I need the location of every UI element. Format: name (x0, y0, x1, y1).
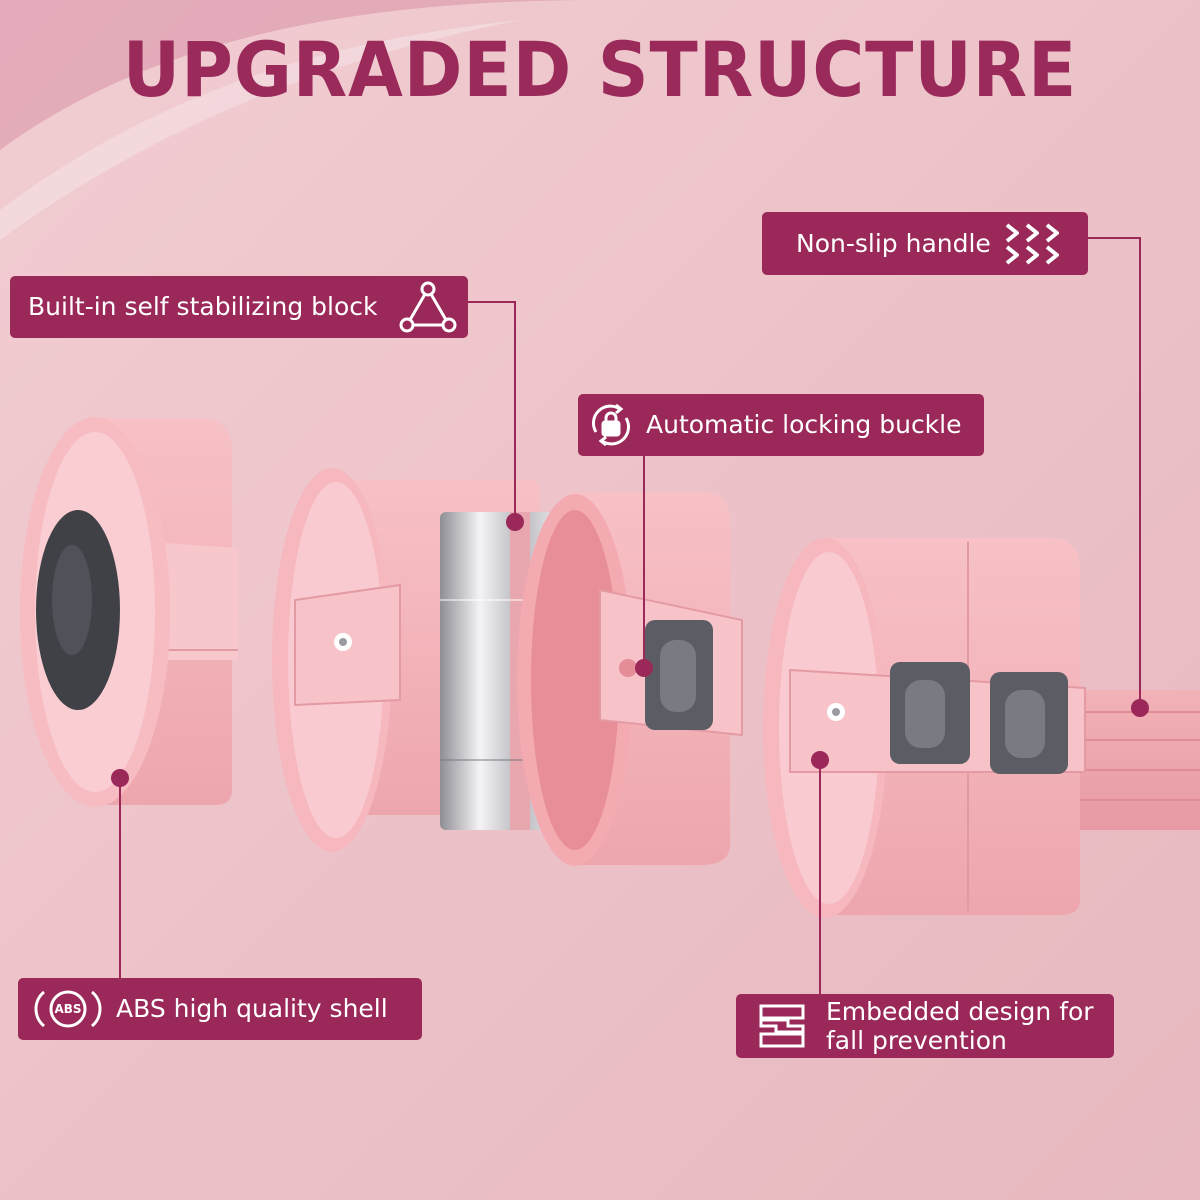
locking-plate (517, 492, 743, 866)
callout-non-slip-handle: Non-slip handle (762, 212, 1088, 275)
callout-locking-buckle-label: Automatic locking buckle (646, 410, 962, 439)
triangle-nodes-icon (399, 281, 457, 333)
callout-abs-shell-label: ABS high quality shell (116, 994, 388, 1023)
interlock-blocks-icon (758, 1003, 806, 1049)
double-chevron-right-icon (1003, 221, 1069, 267)
callout-embedded-design: Embedded design for fall prevention (736, 994, 1114, 1058)
lock-rotate-icon (586, 400, 636, 450)
callout-stabilizing-block-label: Built-in self stabilizing block (28, 292, 378, 321)
background-swoosh (0, 0, 600, 150)
callout-embedded-design-line1: Embedded design for (826, 997, 1094, 1026)
page-title: UPGRADED STRUCTURE (122, 25, 1078, 114)
abs-badge-icon: ABS (34, 984, 102, 1034)
callout-embedded-design-line2: fall prevention (826, 1026, 1007, 1055)
callout-stabilizing-block: Built-in self stabilizing block (10, 276, 468, 338)
right-weight (763, 538, 1086, 918)
leader-dots (111, 513, 1149, 787)
abs-badge-text: ABS (54, 1002, 82, 1016)
callout-non-slip-handle-label: Non-slip handle (796, 228, 991, 258)
callout-embedded-design-text: Embedded design for fall prevention (826, 997, 1094, 1055)
left-end-cap (20, 417, 238, 807)
callout-locking-buckle: Automatic locking buckle (578, 394, 984, 456)
callout-abs-shell: ABS ABS high quality shell (18, 978, 422, 1040)
leader-lines (119, 237, 1141, 998)
